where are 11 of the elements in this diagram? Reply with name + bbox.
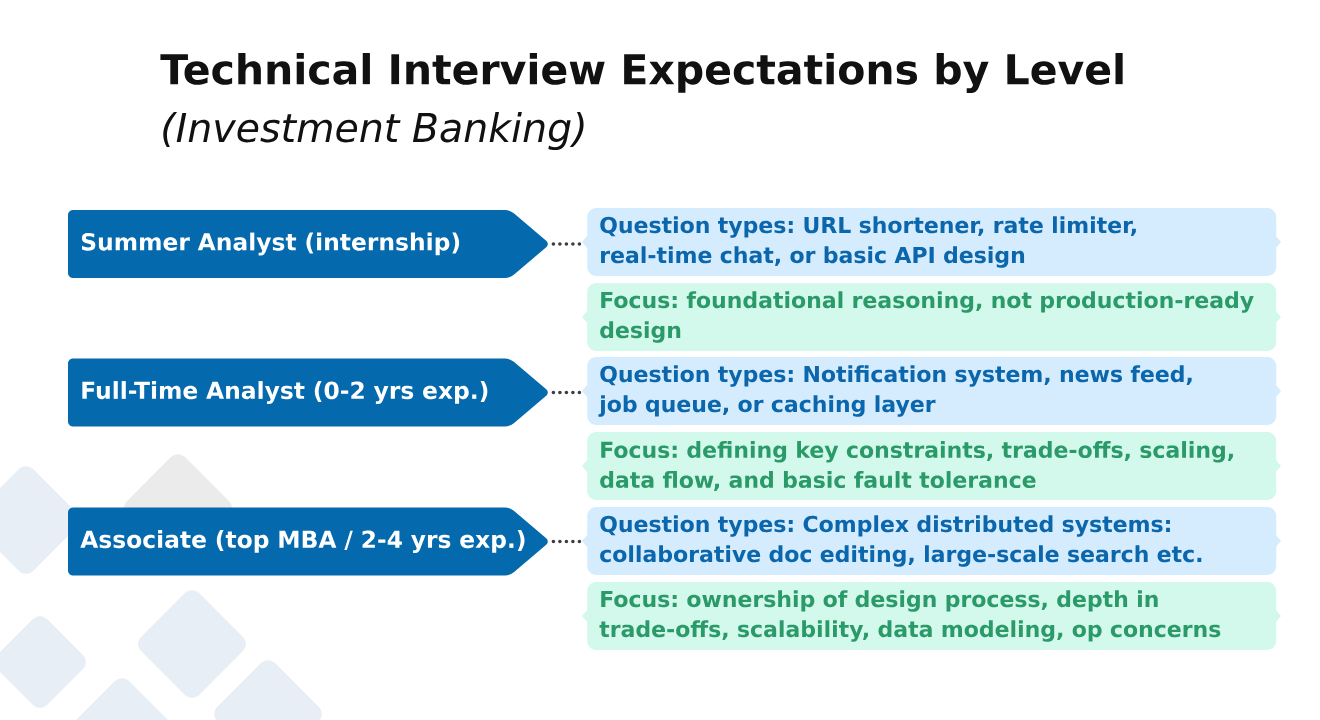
question-box: Question types: URL shortener, rate limiter, real-time chat, or basic API design bbox=[582, 208, 1281, 276]
subtitle: (Investment Banking) bbox=[163, 111, 584, 151]
focus-box: Focus: defining key constraints, trade-offs, scaling, data flow, and basic fault tolerance bbox=[582, 432, 1281, 500]
focus-box: Focus: ownership of design process, depth in trade-offs, scalability, data modeling, op concerns bbox=[582, 582, 1281, 650]
question-box: Question types: Notification system, news feed, job queue, or caching layer bbox=[582, 357, 1281, 425]
dotted-connector bbox=[551, 242, 582, 246]
question-box: Question types: Complex distributed systems: collaborative doc editing, large-scale search etc. bbox=[582, 507, 1281, 575]
dotted-connector bbox=[551, 539, 582, 544]
title: Technical Interview Expectations by Level bbox=[160, 53, 1123, 93]
focus-box: Focus: foundational reasoning, not production-ready design bbox=[582, 283, 1281, 351]
dotted-connector bbox=[551, 390, 582, 395]
